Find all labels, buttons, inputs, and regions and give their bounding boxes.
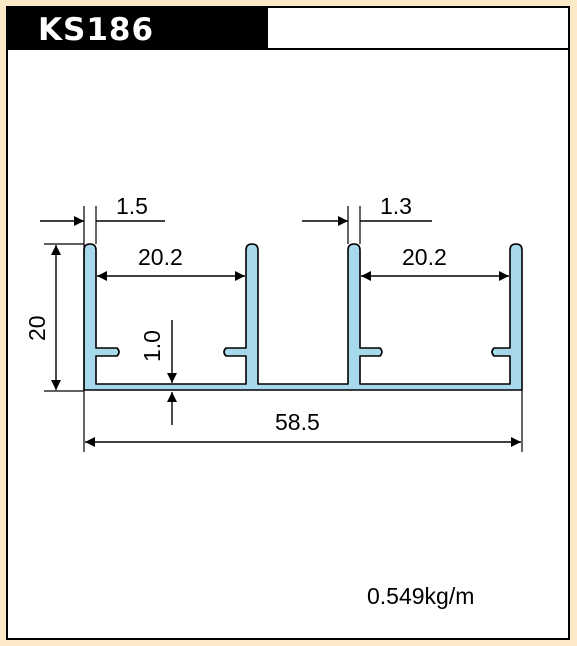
model-code: KS186 (38, 12, 155, 48)
profile-section (83, 243, 523, 391)
header-blank-box (268, 8, 568, 50)
dim-width-label: 58.5 (275, 409, 320, 435)
dim-inner-left-label: 20.2 (138, 244, 183, 270)
weight-label: 0.549kg/m (367, 583, 475, 609)
dim-inner-right-label: 20.2 (402, 244, 447, 270)
dim-wall-left-label: 1.5 (116, 193, 148, 219)
dim-wall-right-label: 1.3 (380, 193, 412, 219)
drawing-card: KS186 (6, 6, 570, 640)
dim-base-label: 1.0 (139, 330, 165, 362)
dimension-lines (40, 216, 521, 447)
dim-height-label: 20 (24, 315, 50, 341)
extension-lines (44, 206, 523, 452)
header-bar: KS186 (8, 8, 268, 50)
